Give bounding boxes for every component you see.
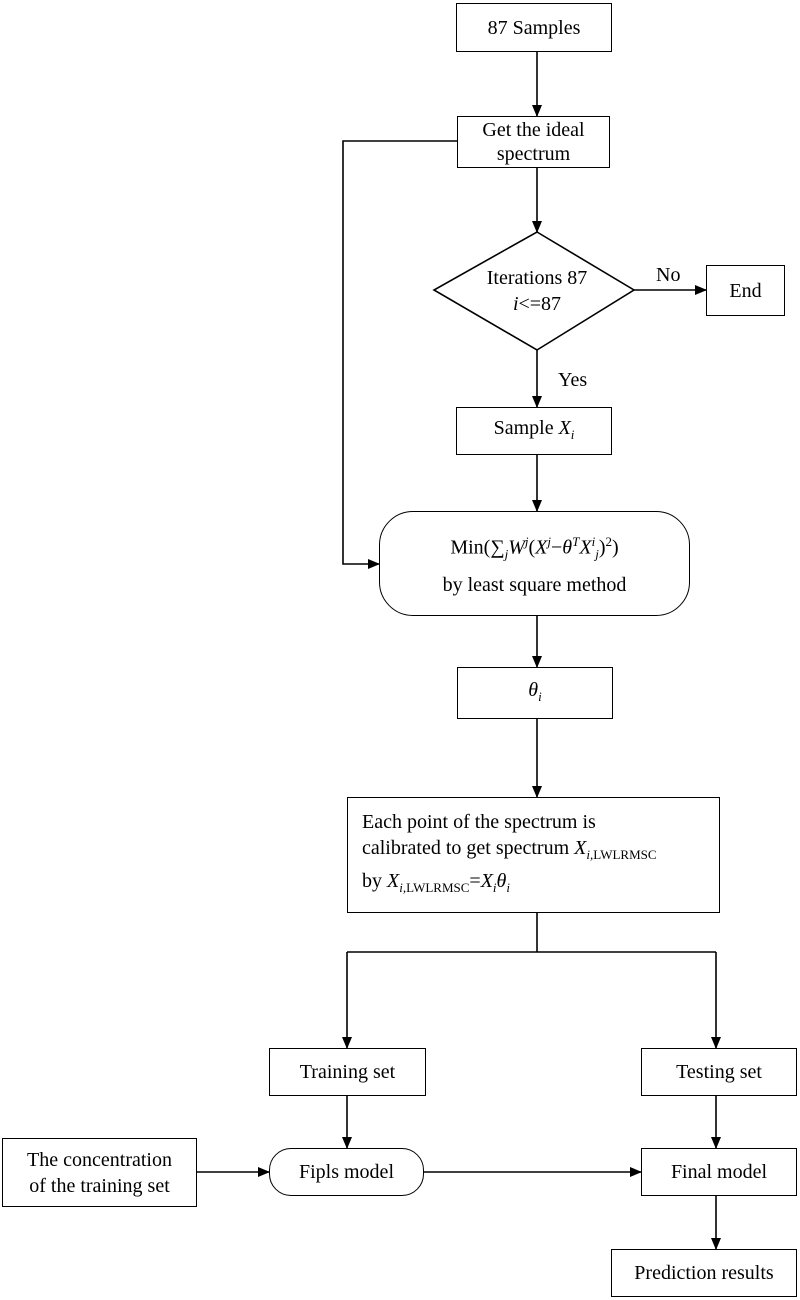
theta-label: θi — [528, 677, 541, 710]
training-set-box: Training set — [269, 1048, 426, 1096]
calibration-box: Each point of the spectrum is calibrated… — [347, 797, 720, 913]
formula-sum: ∑ — [490, 536, 505, 559]
prediction-results-box: Prediction results — [611, 1249, 797, 1297]
formula-x-sup: j — [547, 534, 552, 550]
formula-x2: X — [579, 536, 592, 559]
calibration-line2: calibrated to get spectrum Xi,LWLRMSC — [362, 835, 657, 868]
theta-sub: i — [538, 688, 542, 704]
calibration-sub-label: LWLRMSC — [593, 847, 657, 862]
fipls-model-box: Fipls model — [269, 1148, 424, 1196]
decision-line1: Iterations 87 — [486, 267, 588, 289]
formula-w-sup: j — [524, 534, 529, 550]
formula-x2-sup: i — [591, 534, 596, 550]
decision-text: Iterations 87 i<=87 — [470, 262, 604, 320]
calibration-line3: by Xi,LWLRMSC=Xiθi — [362, 868, 510, 901]
sample-label: Sample Xi — [494, 415, 575, 448]
ideal-spectrum-line1: Get the ideal — [482, 119, 585, 141]
ideal-spectrum-box: Get the ideal spectrum — [457, 116, 610, 168]
calibration-line3-sub: i, — [399, 880, 407, 895]
calibration-rhs-var: X — [480, 870, 493, 892]
calibration-rhs-theta: θ — [496, 870, 507, 892]
calibration-rhs-sub: i — [492, 880, 497, 895]
fipls-model-label: Fipls model — [298, 1161, 394, 1183]
sample-box: Sample Xi — [456, 407, 612, 455]
sample-prefix: Sample — [493, 416, 559, 439]
formula-sum-sub: j — [504, 546, 509, 562]
formula-end: ) — [612, 536, 619, 559]
formula-t-sup: T — [572, 534, 580, 550]
calibration-var: X — [574, 837, 587, 859]
sample-var: X — [558, 416, 571, 439]
ideal-spectrum-line2: spectrum — [496, 143, 571, 165]
minimize-box: Min(∑jWj(Xj−θTXij)2) by least square met… — [379, 511, 690, 616]
calibration-sub: i, — [586, 847, 594, 862]
training-set-label: Training set — [299, 1061, 396, 1083]
decision-condition: <=87 — [518, 293, 562, 315]
concentration-box: The concentration of the training set — [2, 1138, 197, 1207]
minimize-line2: by least square method — [442, 573, 627, 596]
final-model-box: Final model — [641, 1148, 797, 1196]
calibration-line3-sub-label: LWLRMSC — [406, 880, 470, 895]
samples-box: 87 Samples — [456, 3, 612, 52]
final-model-label: Final model — [670, 1161, 768, 1183]
arrow-ideal-to-minimize — [342, 140, 457, 569]
formula-x2-sub: j — [595, 546, 599, 562]
formula-w: W — [508, 536, 525, 559]
formula-theta: θ — [562, 536, 573, 559]
testing-set-box: Testing set — [641, 1048, 797, 1096]
sample-sub: i — [570, 426, 575, 442]
theta-box: θi — [457, 667, 613, 719]
calibration-equals: = — [469, 870, 481, 892]
no-label: No — [656, 264, 681, 286]
calibration-line3-var: X — [387, 870, 400, 892]
samples-label: 87 Samples — [487, 16, 581, 39]
calibration-rhs-theta-sub: i — [506, 880, 510, 895]
prediction-results-label: Prediction results — [634, 1262, 774, 1284]
formula-min: Min( — [450, 536, 491, 559]
decision-line2: i<=87 — [513, 291, 561, 317]
calibration-line1: Each point of the spectrum is — [362, 811, 596, 833]
concentration-line1: The concentration — [27, 1148, 172, 1171]
formula-open: ( — [528, 536, 536, 559]
yes-label: Yes — [558, 369, 588, 391]
formula-minus: − — [551, 536, 563, 559]
formula-close: ) — [598, 536, 606, 559]
concentration-line2: of the training set — [29, 1174, 170, 1197]
theta-symbol: θ — [528, 678, 539, 701]
formula-square: 2 — [605, 534, 613, 550]
minimize-formula: Min(∑jWj(Xj−θTXij)2) — [450, 527, 618, 570]
testing-set-label: Testing set — [676, 1061, 762, 1083]
end-box: End — [706, 265, 785, 316]
calibration-line2-prefix: calibrated to get spectrum — [362, 837, 575, 859]
formula-x: X — [535, 536, 548, 559]
decision-var: i — [512, 293, 519, 315]
end-label: End — [729, 279, 762, 302]
calibration-line3-prefix: by — [362, 870, 387, 892]
